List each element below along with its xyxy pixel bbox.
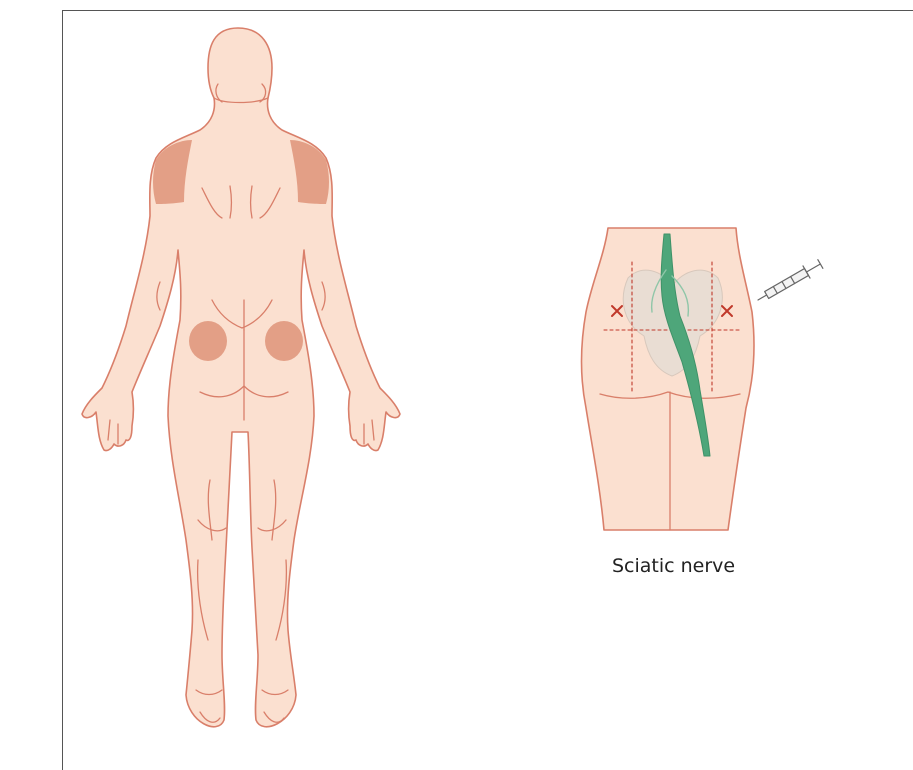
right-gluteal-zone xyxy=(265,321,303,361)
body-silhouette xyxy=(82,28,400,727)
syringe-icon xyxy=(755,258,824,306)
left-gluteal-zone xyxy=(189,321,227,361)
gluteal-inset xyxy=(582,228,755,530)
anatomy-illustration xyxy=(0,0,913,753)
full-body-figure xyxy=(82,28,400,727)
inset-caption: Sciatic nerve xyxy=(612,555,735,577)
